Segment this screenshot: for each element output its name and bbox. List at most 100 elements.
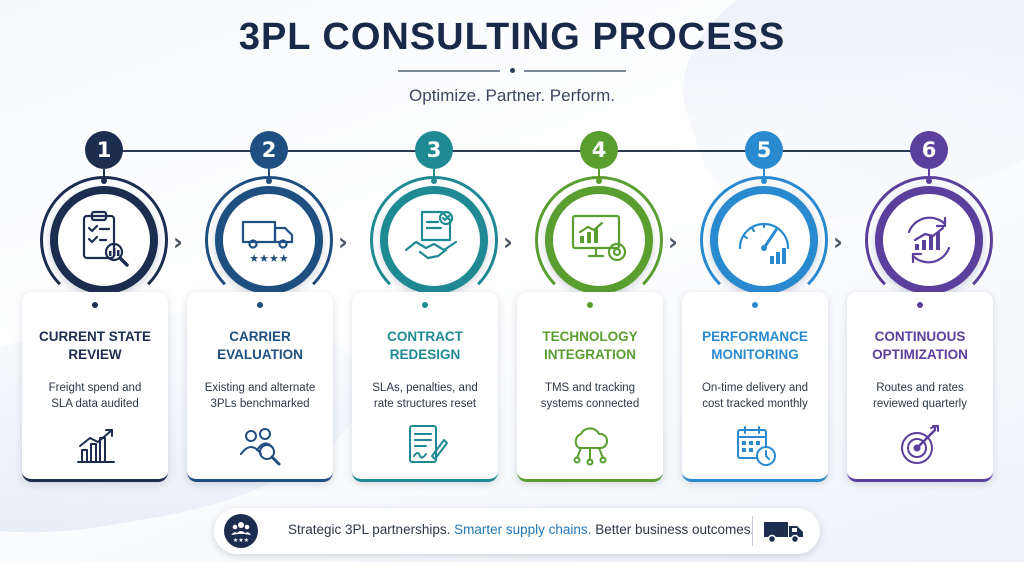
step-number-badge: 4 xyxy=(580,131,618,169)
target-arrow-icon xyxy=(897,422,943,468)
step-description: Routes and rates reviewed quarterly xyxy=(847,380,993,412)
step-ring xyxy=(215,186,323,294)
step-title: CURRENT STATE REVIEW xyxy=(22,328,168,364)
step-connector xyxy=(268,169,270,181)
banner-text-part1: Strategic 3PL partnerships. xyxy=(288,522,451,537)
step-desc-line1: Existing and alternate xyxy=(204,382,316,394)
process-step-3: 3 CONTRACT REDESIGN SLAs, penalties, and… xyxy=(352,0,516,490)
step-card: CARRIER EVALUATION Existing and alternat… xyxy=(187,292,333,482)
chevron-right-icon: › xyxy=(173,228,183,256)
cycle-chart-icon xyxy=(895,206,963,274)
step-number-badge: 6 xyxy=(910,131,948,169)
step-title-line1: CONTINUOUS xyxy=(874,329,966,344)
step-title-line1: CONTRACT xyxy=(387,329,463,344)
card-top-dot xyxy=(257,302,263,308)
card-top-dot xyxy=(752,302,758,308)
team-rating-icon: ★★★ xyxy=(224,514,258,548)
monitor-gear-icon xyxy=(565,206,633,274)
step-ring-outer xyxy=(865,176,993,304)
timeline-line xyxy=(97,150,919,152)
clipboard-magnifier-icon xyxy=(70,206,138,274)
step-connector xyxy=(763,169,765,181)
step-desc-line2: SLA data audited xyxy=(51,398,139,410)
step-title-line2: MONITORING xyxy=(711,347,799,362)
step-title: CARRIER EVALUATION xyxy=(187,328,333,364)
step-number-badge: 3 xyxy=(415,131,453,169)
gauge-chart-icon xyxy=(730,206,798,274)
step-ring-outer xyxy=(700,176,828,304)
step-card: CONTINUOUS OPTIMIZATION Routes and rates… xyxy=(847,292,993,482)
chevron-right-icon: › xyxy=(833,228,843,256)
chevron-right-icon: › xyxy=(668,228,678,256)
step-title: PERFORMANCE MONITORING xyxy=(682,328,828,364)
step-ring xyxy=(545,186,653,294)
delivery-truck-icon xyxy=(762,516,806,546)
step-title: TECHNOLOGY INTEGRATION xyxy=(517,328,663,364)
card-top-dot xyxy=(917,302,923,308)
banner-text-highlight: Smarter supply chains. xyxy=(454,522,592,537)
banner-separator xyxy=(752,516,753,546)
step-title-line1: TECHNOLOGY xyxy=(542,329,638,344)
team-search-icon xyxy=(237,422,283,468)
step-description: Existing and alternate 3PLs benchmarked xyxy=(187,380,333,412)
process-step-4: 4 TECHNOLOGY INTEGRATION TMS and trackin… xyxy=(517,0,681,490)
bar-chart-growth-icon xyxy=(72,422,118,468)
step-number-badge: 5 xyxy=(745,131,783,169)
step-title: CONTINUOUS OPTIMIZATION xyxy=(847,328,993,364)
step-description: Freight spend and SLA data audited xyxy=(22,380,168,412)
step-ring xyxy=(710,186,818,294)
svg-text:★★★: ★★★ xyxy=(233,537,249,544)
step-title-line1: CURRENT STATE xyxy=(39,329,151,344)
step-desc-line2: cost tracked monthly xyxy=(702,398,808,410)
banner-text-part2: Better business outcomes. xyxy=(595,522,755,537)
signed-document-icon xyxy=(402,422,448,468)
page-subtitle: Optimize. Partner. Perform. xyxy=(409,86,615,105)
step-desc-line1: On-time delivery and xyxy=(701,382,809,394)
step-connector xyxy=(598,169,600,181)
card-top-dot xyxy=(422,302,428,308)
step-connector xyxy=(928,169,930,181)
chevron-right-icon: › xyxy=(503,228,513,256)
step-ring-outer xyxy=(205,176,333,304)
step-description: TMS and tracking systems connected xyxy=(517,380,663,412)
chevron-right-icon: › xyxy=(338,228,348,256)
card-top-dot xyxy=(92,302,98,308)
step-desc-line1: TMS and tracking xyxy=(544,382,636,394)
card-top-dot xyxy=(587,302,593,308)
step-number-badge: 2 xyxy=(250,131,288,169)
step-card: CONTRACT REDESIGN SLAs, penalties, and r… xyxy=(352,292,498,482)
step-desc-line1: Routes and rates xyxy=(876,382,964,394)
step-title-line2: EVALUATION xyxy=(217,347,303,362)
step-title-line2: REVIEW xyxy=(68,347,122,362)
step-title: CONTRACT REDESIGN xyxy=(352,328,498,364)
step-title-line1: PERFORMANCE xyxy=(702,329,808,344)
title-divider xyxy=(398,68,626,73)
step-ring-outer xyxy=(535,176,663,304)
footer-banner: ★★★ Strategic 3PL partnerships. Smarter … xyxy=(214,508,820,554)
step-description: On-time delivery and cost tracked monthl… xyxy=(682,380,828,412)
step-desc-line1: SLAs, penalties, and xyxy=(372,382,478,394)
step-connector xyxy=(433,169,435,181)
step-ring-outer xyxy=(40,176,168,304)
process-step-6: 6 CONTINUOUS OPTIMIZATION Routes and rat… xyxy=(847,0,1011,490)
step-description: SLAs, penalties, and rate structures res… xyxy=(352,380,498,412)
svg-text:★★★★: ★★★★ xyxy=(249,252,289,265)
process-step-2: 2 ★★★★ CARRIER EVALUATION Existing and a… xyxy=(187,0,351,490)
step-title-line2: OPTIMIZATION xyxy=(872,347,968,362)
step-desc-line2: systems connected xyxy=(540,398,640,410)
calendar-clock-icon xyxy=(732,422,778,468)
page-title: 3PL CONSULTING PROCESS xyxy=(238,16,786,58)
handshake-document-icon xyxy=(400,206,468,274)
step-desc-line1: Freight spend and xyxy=(48,382,142,394)
step-title-line2: INTEGRATION xyxy=(544,347,636,362)
step-card: CURRENT STATE REVIEW Freight spend and S… xyxy=(22,292,168,482)
step-number-badge: 1 xyxy=(85,131,123,169)
step-title-line1: CARRIER xyxy=(229,329,291,344)
cloud-network-icon xyxy=(567,422,613,468)
step-card: TECHNOLOGY INTEGRATION TMS and tracking … xyxy=(517,292,663,482)
step-connector xyxy=(103,169,105,181)
step-desc-line2: rate structures reset xyxy=(373,398,477,410)
step-title-line2: REDESIGN xyxy=(389,347,461,362)
step-desc-line2: 3PLs benchmarked xyxy=(210,398,310,410)
process-step-5: 5 PERFORMANCE MONITORING On-time deliver… xyxy=(682,0,846,490)
